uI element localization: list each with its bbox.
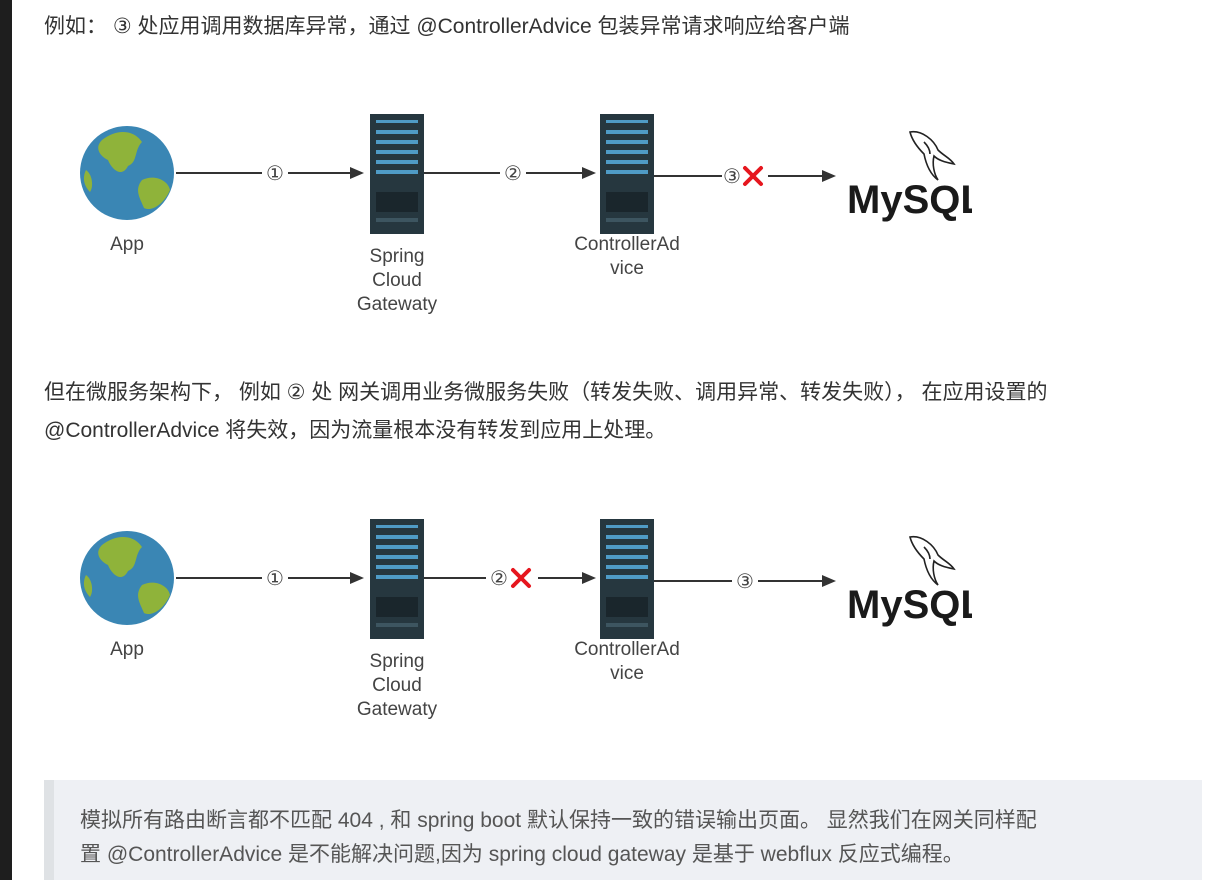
step-3-label: ③ bbox=[736, 569, 754, 593]
arrow-step-2 bbox=[424, 572, 596, 584]
gateway-label-line-2: Cloud bbox=[372, 675, 422, 696]
paragraph-microservice: 但在微服务架构下， 例如 ② 处 网关调用业务微服务失败（转发失败、调用异常、转… bbox=[44, 374, 1204, 450]
diagram-gateway-error: ① ② ③ MySQL App Spring Cloud Gatewaty Co… bbox=[72, 505, 972, 735]
arrow-step-3 bbox=[654, 575, 836, 587]
app-globe-icon bbox=[80, 126, 174, 220]
gateway-label-line-1: Spring bbox=[369, 246, 425, 267]
gateway-label-line-3: Gatewaty bbox=[356, 699, 438, 720]
note-line-2: 置 @ControllerAdvice 是不能解决问题,因为 spring cl… bbox=[80, 843, 964, 866]
diagram-db-error: ① ② ③ MySQL App Spring Cloud Gatewaty Co… bbox=[72, 100, 972, 330]
mysql-logo-text: MySQL bbox=[847, 178, 972, 222]
controller-advice-label-line-2: vice bbox=[610, 663, 644, 684]
note-line-1: 模拟所有路由断言都不匹配 404 , 和 spring boot 默认保持一致的… bbox=[80, 809, 1037, 832]
step-1-label: ① bbox=[266, 566, 284, 590]
diagram-gateway-error-graphic: ① ② ③ MySQL bbox=[80, 519, 972, 639]
error-x-icon bbox=[511, 568, 531, 588]
arrow-step-1 bbox=[176, 167, 364, 179]
step-2-label: ② bbox=[490, 566, 508, 590]
controller-advice-label-line-1: ControllerAd bbox=[574, 639, 680, 660]
app-label: App bbox=[110, 234, 144, 255]
paragraph-intro-text: 例如： ③ 处应用调用数据库异常，通过 @ControllerAdvice 包装… bbox=[44, 15, 850, 38]
arrow-step-2 bbox=[424, 167, 596, 179]
arrow-step-3 bbox=[654, 170, 836, 182]
step-1-label: ① bbox=[266, 161, 284, 185]
mysql-logo-text: MySQL bbox=[847, 583, 972, 627]
note-text: 模拟所有路由断言都不匹配 404 , 和 spring boot 默认保持一致的… bbox=[80, 804, 1180, 872]
step-3-label: ③ bbox=[723, 164, 741, 188]
controller-advice-label: ControllerAd vice bbox=[562, 233, 692, 281]
step-2-label: ② bbox=[504, 161, 522, 185]
diagram-db-error-graphic: ① ② ③ MySQL bbox=[80, 114, 972, 234]
window-edge bbox=[0, 0, 12, 880]
arrow-step-1 bbox=[176, 572, 364, 584]
controller-advice-server-icon bbox=[600, 519, 654, 639]
mysql-dolphin-icon bbox=[909, 535, 956, 586]
controller-advice-server-icon bbox=[600, 114, 654, 234]
gateway-label-line-1: Spring bbox=[369, 651, 425, 672]
note-blockquote: 模拟所有路由断言都不匹配 404 , 和 spring boot 默认保持一致的… bbox=[44, 780, 1202, 880]
paragraph-microservice-line-1: 但在微服务架构下， 例如 ② 处 网关调用业务微服务失败（转发失败、调用异常、转… bbox=[44, 381, 1048, 404]
controller-advice-label: ControllerAd vice bbox=[562, 638, 692, 686]
error-x-icon bbox=[743, 166, 763, 186]
article-content: 例如： ③ 处应用调用数据库异常，通过 @ControllerAdvice 包装… bbox=[12, 0, 1220, 880]
gateway-label-line-2: Cloud bbox=[372, 270, 422, 291]
gateway-label: Spring Cloud Gatewaty bbox=[332, 650, 462, 722]
paragraph-microservice-line-2: @ControllerAdvice 将失效，因为流量根本没有转发到应用上处理。 bbox=[44, 419, 667, 442]
gateway-server-icon bbox=[370, 519, 424, 639]
controller-advice-label-line-1: ControllerAd bbox=[574, 234, 680, 255]
gateway-server-icon bbox=[370, 114, 424, 234]
controller-advice-label-line-2: vice bbox=[610, 258, 644, 279]
paragraph-intro: 例如： ③ 处应用调用数据库异常，通过 @ControllerAdvice 包装… bbox=[44, 8, 1204, 46]
mysql-dolphin-icon bbox=[909, 130, 956, 181]
gateway-label-line-3: Gatewaty bbox=[356, 294, 438, 315]
gateway-label: Spring Cloud Gatewaty bbox=[332, 245, 462, 317]
app-label: App bbox=[110, 639, 144, 660]
app-globe-icon bbox=[80, 531, 174, 625]
